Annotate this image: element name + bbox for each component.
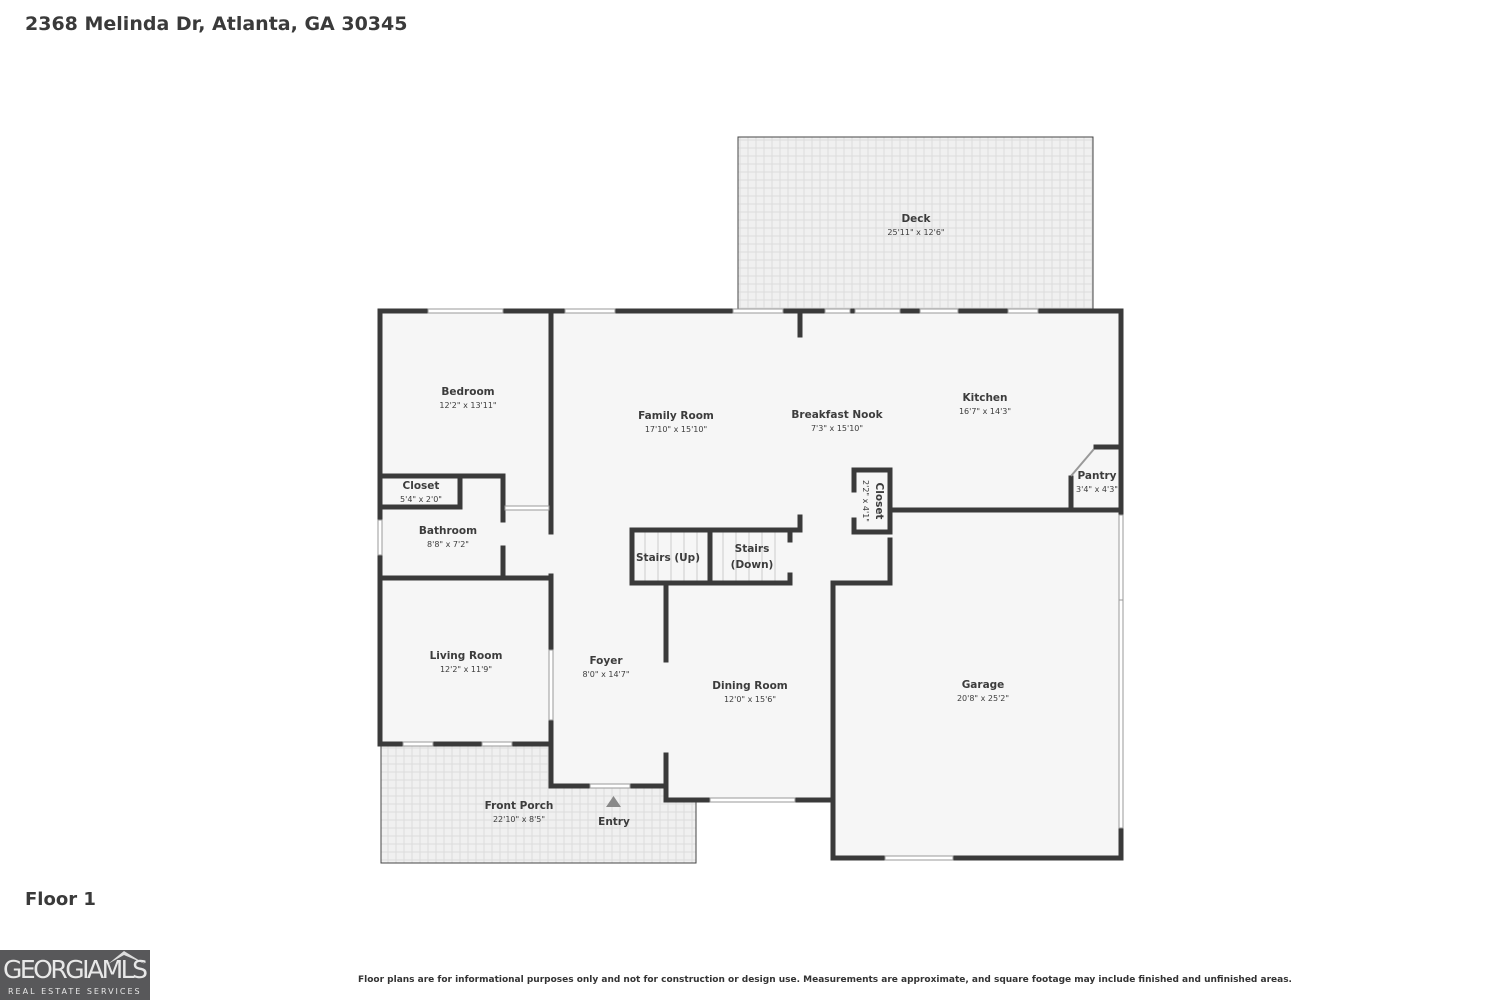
room-family-room: Family Room 17'10" x 15'10"	[638, 410, 714, 434]
svg-text:Kitchen: Kitchen	[962, 392, 1007, 404]
svg-text:(Down): (Down)	[731, 559, 774, 571]
svg-text:20'8" x 25'2": 20'8" x 25'2"	[957, 694, 1009, 703]
svg-text:3'4" x 4'3": 3'4" x 4'3"	[1076, 485, 1118, 494]
room-dining-room: Dining Room 12'0" x 15'6"	[712, 680, 788, 704]
svg-text:Garage: Garage	[962, 679, 1005, 691]
svg-text:Living Room: Living Room	[430, 650, 503, 662]
georgia-mls-logo: GEORGIAMLS REAL ESTATE SERVICES	[0, 950, 150, 1000]
disclaimer: Floor plans are for informational purpos…	[358, 975, 1292, 985]
svg-text:Front Porch: Front Porch	[485, 800, 554, 812]
room-kitchen: Kitchen 16'7" x 14'3"	[959, 392, 1011, 416]
room-bedroom: Bedroom 12'2" x 13'11"	[439, 386, 496, 410]
logo-subtext: REAL ESTATE SERVICES	[8, 987, 142, 996]
svg-text:Family Room: Family Room	[638, 410, 714, 422]
svg-text:7'3" x 15'10": 7'3" x 15'10"	[811, 424, 863, 433]
room-garage: Garage 20'8" x 25'2"	[957, 679, 1009, 703]
logo-text: GEORGIAMLS	[3, 955, 148, 984]
room-stairs-down: Stairs (Down)	[731, 543, 774, 571]
svg-text:Stairs: Stairs	[735, 543, 770, 555]
svg-text:Deck: Deck	[901, 213, 931, 225]
svg-text:12'0" x 15'6": 12'0" x 15'6"	[724, 695, 776, 704]
svg-text:12'2" x 13'11": 12'2" x 13'11"	[439, 401, 496, 410]
svg-text:12'2" x 11'9": 12'2" x 11'9"	[440, 665, 492, 674]
room-breakfast-nook: Breakfast Nook 7'3" x 15'10"	[791, 409, 883, 433]
room-pantry: Pantry 3'4" x 4'3"	[1076, 470, 1118, 494]
room-foyer: Foyer 8'0" x 14'7"	[582, 655, 629, 679]
svg-text:Breakfast Nook: Breakfast Nook	[791, 409, 883, 421]
svg-text:Foyer: Foyer	[589, 655, 623, 667]
svg-text:17'10" x 15'10": 17'10" x 15'10"	[645, 425, 707, 434]
floor-label: Floor 1	[25, 889, 96, 910]
windows	[377, 308, 1124, 861]
stair-treads	[644, 532, 776, 582]
entry-label: Entry	[598, 816, 630, 828]
room-closet-bedroom: Closet 5'4" x 2'0"	[400, 480, 442, 504]
svg-text:Bedroom: Bedroom	[441, 386, 494, 398]
svg-text:Closet: Closet	[873, 483, 885, 520]
svg-text:5'4" x 2'0": 5'4" x 2'0"	[400, 495, 442, 504]
page-title: 2368 Melinda Dr, Atlanta, GA 30345	[25, 13, 408, 35]
svg-text:8'8" x 7'2": 8'8" x 7'2"	[427, 540, 469, 549]
room-living-room: Living Room 12'2" x 11'9"	[430, 650, 503, 674]
svg-text:Closet: Closet	[403, 480, 440, 492]
svg-text:Bathroom: Bathroom	[419, 525, 477, 537]
svg-text:8'0" x 14'7": 8'0" x 14'7"	[582, 670, 629, 679]
room-bathroom: Bathroom 8'8" x 7'2"	[419, 525, 477, 549]
svg-text:22'10" x 8'5": 22'10" x 8'5"	[493, 815, 545, 824]
svg-text:Dining Room: Dining Room	[712, 680, 788, 692]
entry-arrow-icon	[606, 796, 621, 807]
svg-text:Stairs (Up): Stairs (Up)	[636, 552, 700, 564]
room-deck: Deck 25'11" x 12'6"	[887, 213, 944, 237]
svg-text:16'7" x 14'3": 16'7" x 14'3"	[959, 407, 1011, 416]
svg-text:2'2" x 4'1": 2'2" x 4'1"	[861, 480, 870, 522]
deck-area	[737, 136, 1094, 312]
room-stairs-up: Stairs (Up)	[636, 552, 700, 564]
room-front-porch: Front Porch 22'10" x 8'5"	[485, 800, 554, 824]
svg-text:25'11" x 12'6": 25'11" x 12'6"	[887, 228, 944, 237]
svg-text:Pantry: Pantry	[1077, 470, 1116, 482]
